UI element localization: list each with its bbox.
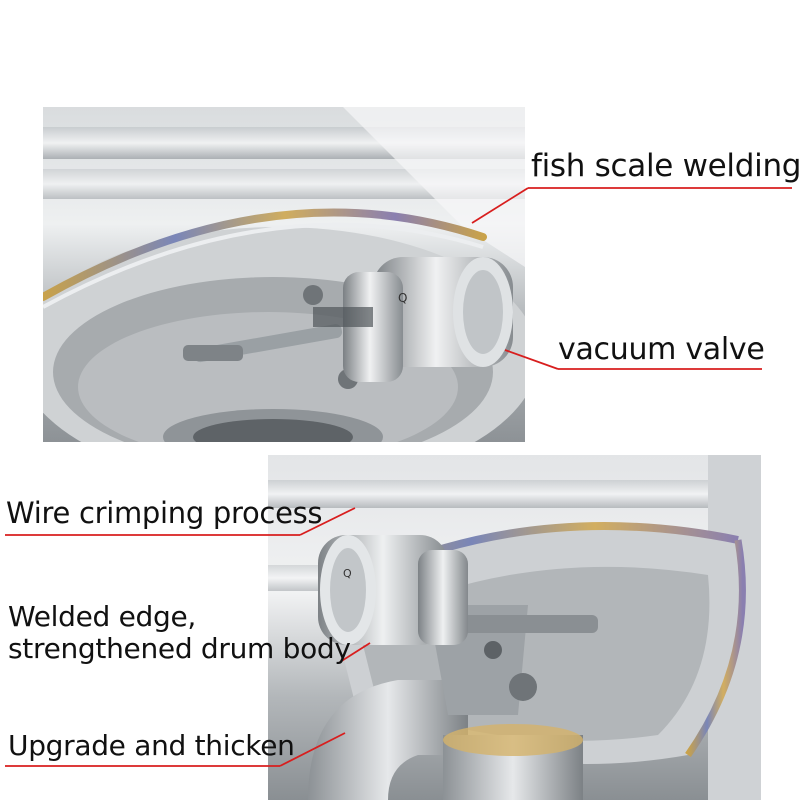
muffler-photo-bottom: Q	[268, 455, 761, 800]
muffler-top-illustration: Q	[43, 107, 525, 442]
muffler-photo-top: Q	[43, 107, 525, 442]
label-welded-edge-line1: Welded edge,	[8, 600, 197, 633]
svg-text:Q: Q	[398, 291, 407, 305]
label-welded-edge: Welded edge, strengthened drum body	[8, 601, 368, 665]
label-vacuum-valve: vacuum valve	[558, 332, 765, 367]
label-wire-crimping: Wire crimping process	[6, 496, 323, 530]
label-welded-edge-line2: strengthened drum body	[8, 632, 351, 665]
label-fish-scale-welding: fish scale welding	[531, 148, 800, 184]
label-upgrade-thicken: Upgrade and thicken	[8, 729, 295, 762]
muffler-bottom-illustration: Q	[268, 455, 761, 800]
svg-text:Q: Q	[343, 567, 352, 580]
